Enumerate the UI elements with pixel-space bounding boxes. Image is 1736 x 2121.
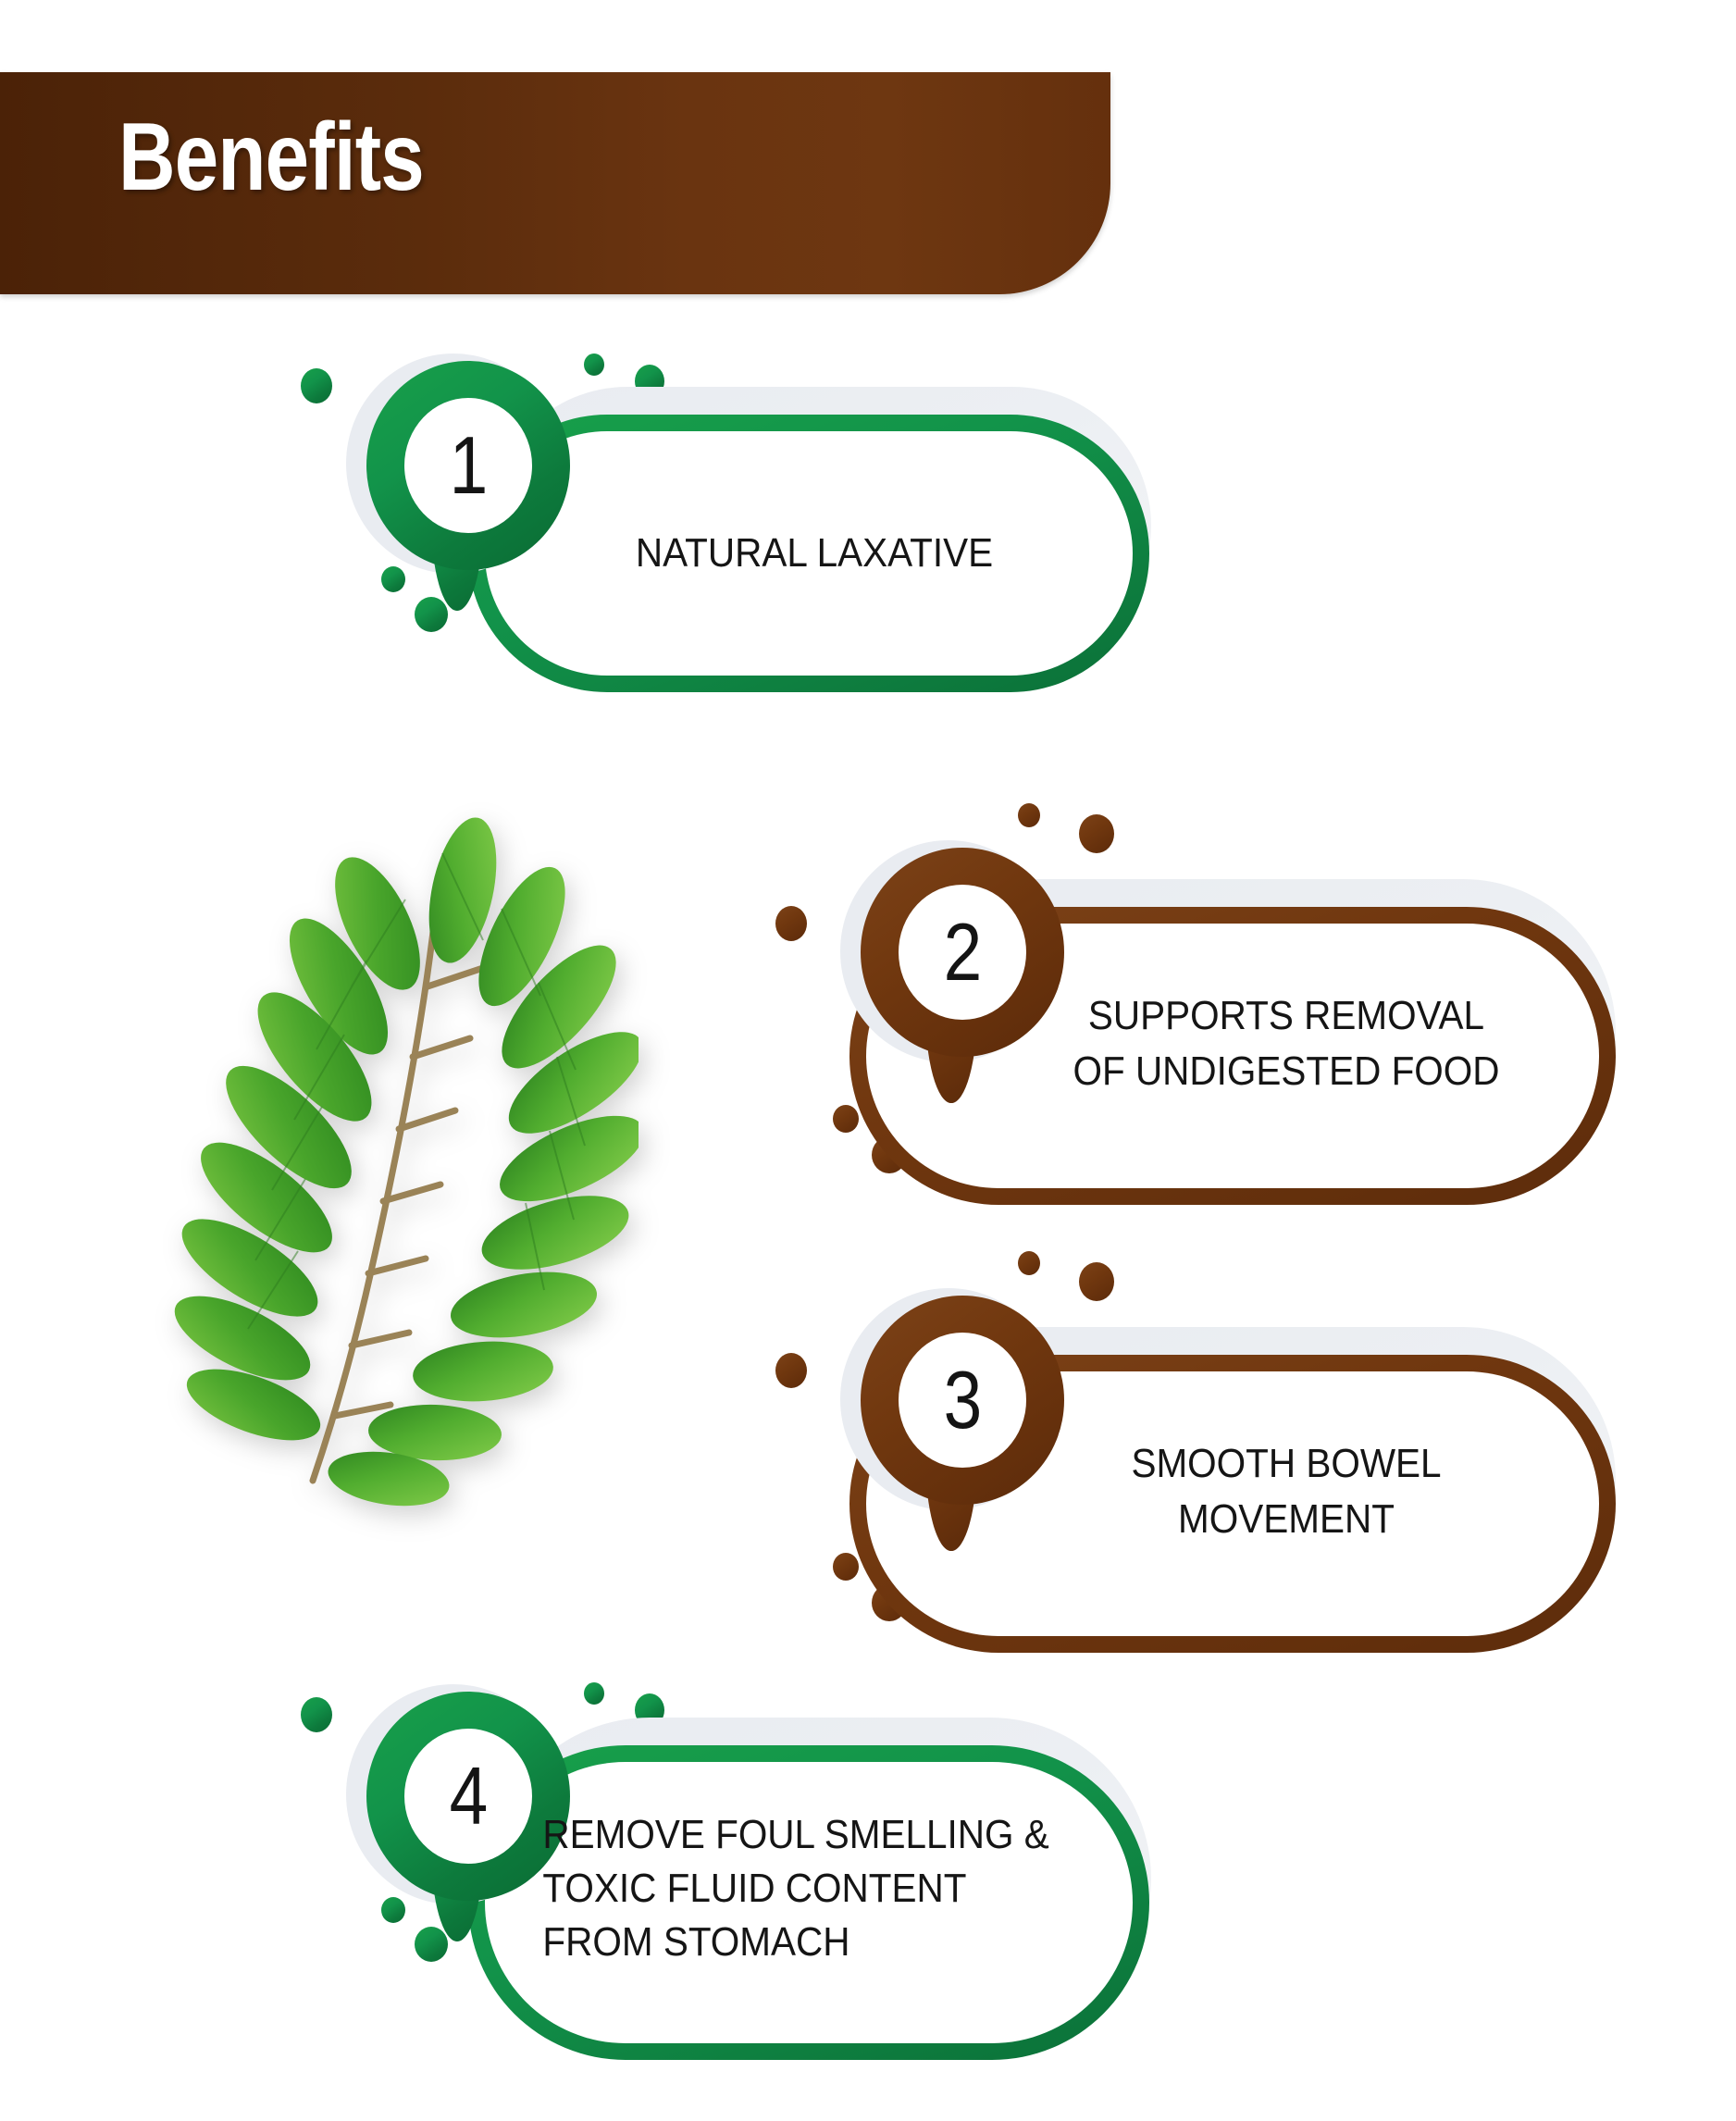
pill-shadow [870, 879, 1616, 1185]
decorative-dot [872, 1584, 907, 1621]
benefit-label-4: REMOVE FOUL SMELLING & TOXIC FLUID CONTE… [542, 1808, 1104, 1969]
ring-tail [925, 970, 977, 1103]
benefit-label-line: TOXIC FLUID CONTENT [542, 1866, 967, 1911]
benefit-number-1: 1 [449, 419, 488, 511]
decorative-dot [775, 1353, 807, 1388]
pill-shadow [489, 1718, 1151, 2040]
benefit-label-line: SMOOTH BOWEL [1131, 1441, 1442, 1486]
ring-2: 2 [861, 848, 1064, 1057]
ring-tail [431, 481, 483, 611]
ring-tail [925, 1418, 977, 1551]
pill-outline-4 [468, 1745, 1149, 2060]
header-banner [0, 72, 1110, 294]
pill-shadow [489, 387, 1151, 664]
benefit-label-1: NATURAL LAXATIVE [542, 527, 1087, 579]
page-title: Benefits [118, 104, 425, 211]
ring-3: 3 [861, 1296, 1064, 1505]
ring-shadow [840, 1288, 1057, 1510]
pill-shadow [870, 1327, 1616, 1632]
pill-outline-3 [849, 1355, 1616, 1653]
benefit-number-4: 4 [449, 1750, 488, 1842]
decorative-dot [381, 566, 405, 592]
decorative-dot [584, 1682, 604, 1705]
ring-tail [431, 1812, 483, 1941]
pill-outline-2 [849, 907, 1616, 1205]
benefit-label-3: SMOOTH BOWEL MOVEMENT [1005, 1436, 1567, 1547]
benefit-label-line: NATURAL LAXATIVE [635, 530, 994, 576]
benefit-number-3: 3 [943, 1354, 982, 1445]
decorative-dot [584, 354, 604, 376]
pill-body-4 [485, 1762, 1133, 2043]
decorative-dot [833, 1105, 859, 1133]
benefit-number-2: 2 [943, 906, 982, 998]
decorative-dot [775, 906, 807, 941]
ring-shadow [346, 1684, 561, 1904]
benefit-label-line: MOVEMENT [1178, 1496, 1395, 1542]
ring-shadow [840, 840, 1057, 1062]
decorative-dot [1079, 814, 1114, 853]
benefit-label-2: SUPPORTS REMOVAL OF UNDIGESTED FOOD [1005, 988, 1567, 1099]
ring-1: 1 [366, 361, 570, 570]
decorative-dot [415, 1927, 448, 1962]
decorative-dot [1079, 1262, 1114, 1301]
decorative-dot [833, 1553, 859, 1581]
decorative-dot [1018, 1251, 1040, 1275]
ring-shadow [346, 354, 561, 574]
decorative-dot [635, 365, 664, 398]
ring-4: 4 [366, 1692, 570, 1901]
pill-body-2 [866, 924, 1599, 1188]
pill-outline-1 [468, 415, 1149, 692]
decorative-dot [635, 1693, 664, 1727]
benefit-label-line: OF UNDIGESTED FOOD [1073, 1048, 1500, 1094]
benefit-label-line: REMOVE FOUL SMELLING & [542, 1812, 1049, 1857]
senna-leaf-illustration [157, 805, 639, 1536]
pill-body-3 [866, 1371, 1599, 1636]
decorative-dot [301, 1697, 332, 1732]
decorative-dot [381, 1897, 405, 1923]
benefit-label-line: SUPPORTS REMOVAL [1087, 993, 1485, 1038]
pill-body-1 [485, 431, 1133, 676]
decorative-dot [415, 597, 448, 632]
decorative-dot [301, 368, 332, 403]
decorative-dot [1018, 803, 1040, 827]
benefit-label-line: FROM STOMACH [542, 1919, 850, 1965]
decorative-dot [872, 1136, 907, 1173]
